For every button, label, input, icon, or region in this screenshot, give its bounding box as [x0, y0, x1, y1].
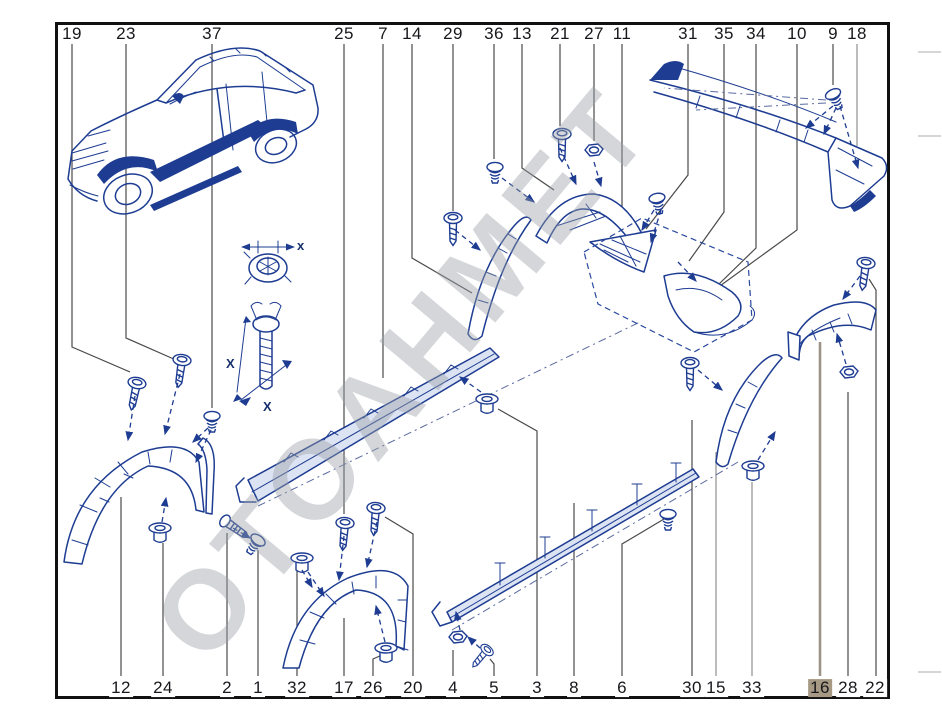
- assembly-arrows: [125, 87, 861, 649]
- callout-34[interactable]: 34: [744, 24, 768, 44]
- dimension-label-x-bottom: X: [263, 399, 272, 414]
- part-sill-moulding-upper[interactable]: [235, 321, 641, 507]
- part-roof-spoiler[interactable]: [649, 61, 888, 212]
- margin-marks: [918, 51, 941, 673]
- callout-36[interactable]: 36: [482, 24, 506, 44]
- grommet-detail-drawing: x: [241, 238, 305, 285]
- part-quarter-trim-sail[interactable]: [583, 217, 756, 353]
- car-illustration: [67, 47, 319, 215]
- part-sill-moulding-lower[interactable]: [431, 461, 739, 631]
- part-pillar-trim[interactable]: [467, 216, 532, 341]
- callout-31[interactable]: 31: [676, 24, 700, 44]
- callout-24[interactable]: 24: [151, 678, 175, 698]
- callout-13[interactable]: 13: [510, 24, 534, 44]
- callout-21[interactable]: 21: [548, 24, 572, 44]
- callout-15[interactable]: 15: [704, 678, 728, 698]
- dimension-label-x-left: X: [226, 356, 235, 371]
- callout-9[interactable]: 9: [826, 24, 840, 44]
- callout-6[interactable]: 6: [615, 678, 629, 698]
- callout-5[interactable]: 5: [487, 678, 501, 698]
- callout-18[interactable]: 18: [845, 24, 869, 44]
- callout-10[interactable]: 10: [785, 24, 809, 44]
- callout-19[interactable]: 19: [60, 24, 84, 44]
- callout-11[interactable]: 11: [610, 24, 634, 44]
- callout-12[interactable]: 12: [109, 678, 133, 698]
- part-front-wheel-arch-trim[interactable]: [63, 437, 216, 565]
- callout-4[interactable]: 4: [446, 678, 460, 698]
- callout-37[interactable]: 37: [200, 24, 224, 44]
- part-quarter-trim-triangle[interactable]: [589, 229, 657, 273]
- callout-32[interactable]: 32: [285, 678, 309, 698]
- part-vertical-arch-trim[interactable]: [715, 354, 783, 468]
- screw-detail-drawing: X X: [226, 301, 292, 414]
- callout-17[interactable]: 17: [332, 678, 356, 698]
- callout-22[interactable]: 22: [863, 678, 887, 698]
- callout-3[interactable]: 3: [530, 678, 544, 698]
- callout-1[interactable]: 1: [251, 678, 265, 698]
- callout-14[interactable]: 14: [400, 24, 424, 44]
- callout-35[interactable]: 35: [712, 24, 736, 44]
- callout-29[interactable]: 29: [441, 24, 465, 44]
- part-rear-arch-corner-trim[interactable]: [787, 301, 877, 361]
- callout-27[interactable]: 27: [582, 24, 606, 44]
- callout-2[interactable]: 2: [220, 678, 234, 698]
- callout-23[interactable]: 23: [114, 24, 138, 44]
- callout-8[interactable]: 8: [567, 678, 581, 698]
- diagram-frame: [55, 22, 890, 699]
- callout-20[interactable]: 20: [401, 678, 425, 698]
- callout-33[interactable]: 33: [740, 678, 764, 698]
- callout-28[interactable]: 28: [836, 678, 860, 698]
- callout-7[interactable]: 7: [376, 24, 390, 44]
- callout-26[interactable]: 26: [361, 678, 385, 698]
- callout-30[interactable]: 30: [680, 678, 704, 698]
- dimension-label-x-top: x: [297, 238, 305, 253]
- callout-16-selected[interactable]: 16: [808, 678, 832, 698]
- callout-25[interactable]: 25: [332, 24, 356, 44]
